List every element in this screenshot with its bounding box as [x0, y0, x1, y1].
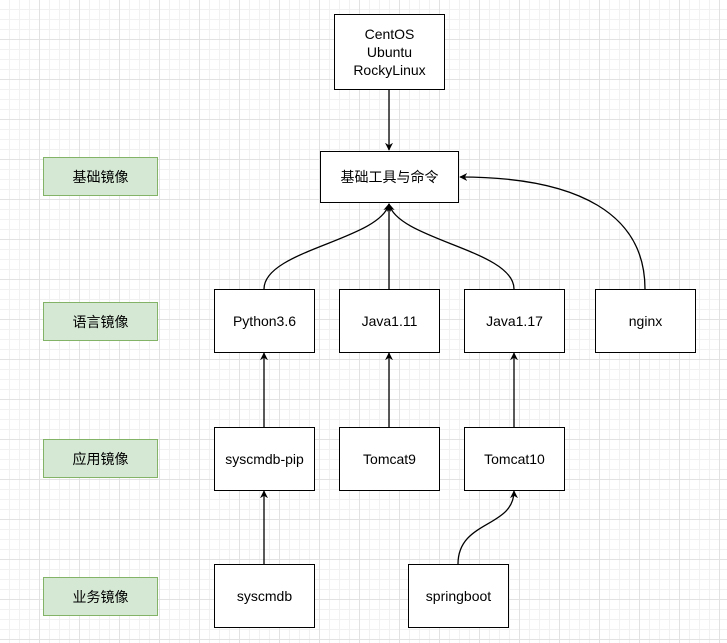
node-os: CentOS Ubuntu RockyLinux: [334, 14, 445, 90]
layer-label-text: 应用镜像: [72, 450, 129, 467]
node-java17: Java1.17: [464, 289, 565, 353]
node-syscmdb-pip: syscmdb-pip: [214, 427, 315, 491]
node-text: nginx: [628, 313, 663, 329]
layer-label-text: 基础镜像: [72, 168, 129, 185]
node-syscmdb: syscmdb: [214, 564, 315, 628]
layer-label-base: 基础镜像: [43, 157, 158, 196]
node-base-tools: 基础工具与命令: [320, 151, 459, 203]
node-nginx: nginx: [595, 289, 696, 353]
node-text: Java1.11: [361, 313, 418, 329]
layer-label-text: 语言镜像: [72, 313, 129, 330]
node-tomcat9: Tomcat9: [339, 427, 440, 491]
edge-python-to-tools: [263, 203, 392, 290]
layer-label-text: 业务镜像: [72, 588, 129, 605]
edge-springboot-to-tomcat10: [457, 490, 518, 565]
node-java11: Java1.11: [339, 289, 440, 353]
node-text: Tomcat10: [484, 451, 545, 467]
os-rockylinux: RockyLinux: [353, 62, 426, 78]
node-text: Java1.17: [486, 313, 543, 329]
layer-label-business: 业务镜像: [43, 577, 158, 616]
edge-java17-to-tools: [386, 203, 515, 290]
node-python: Python3.6: [214, 289, 315, 353]
node-springboot: springboot: [408, 564, 509, 628]
node-text: syscmdb: [236, 588, 293, 604]
node-text: Python3.6: [232, 313, 297, 329]
os-ubuntu: Ubuntu: [366, 44, 413, 60]
layer-label-application: 应用镜像: [43, 439, 158, 478]
node-text: 基础工具与命令: [340, 169, 439, 185]
node-text: Tomcat9: [363, 451, 416, 467]
os-centos: CentOS: [364, 26, 415, 42]
edge-nginx-to-tools: [459, 173, 646, 290]
layer-label-language: 语言镜像: [43, 302, 158, 341]
node-tomcat10: Tomcat10: [464, 427, 565, 491]
node-text: springboot: [425, 588, 492, 604]
node-text: syscmdb-pip: [225, 451, 304, 467]
